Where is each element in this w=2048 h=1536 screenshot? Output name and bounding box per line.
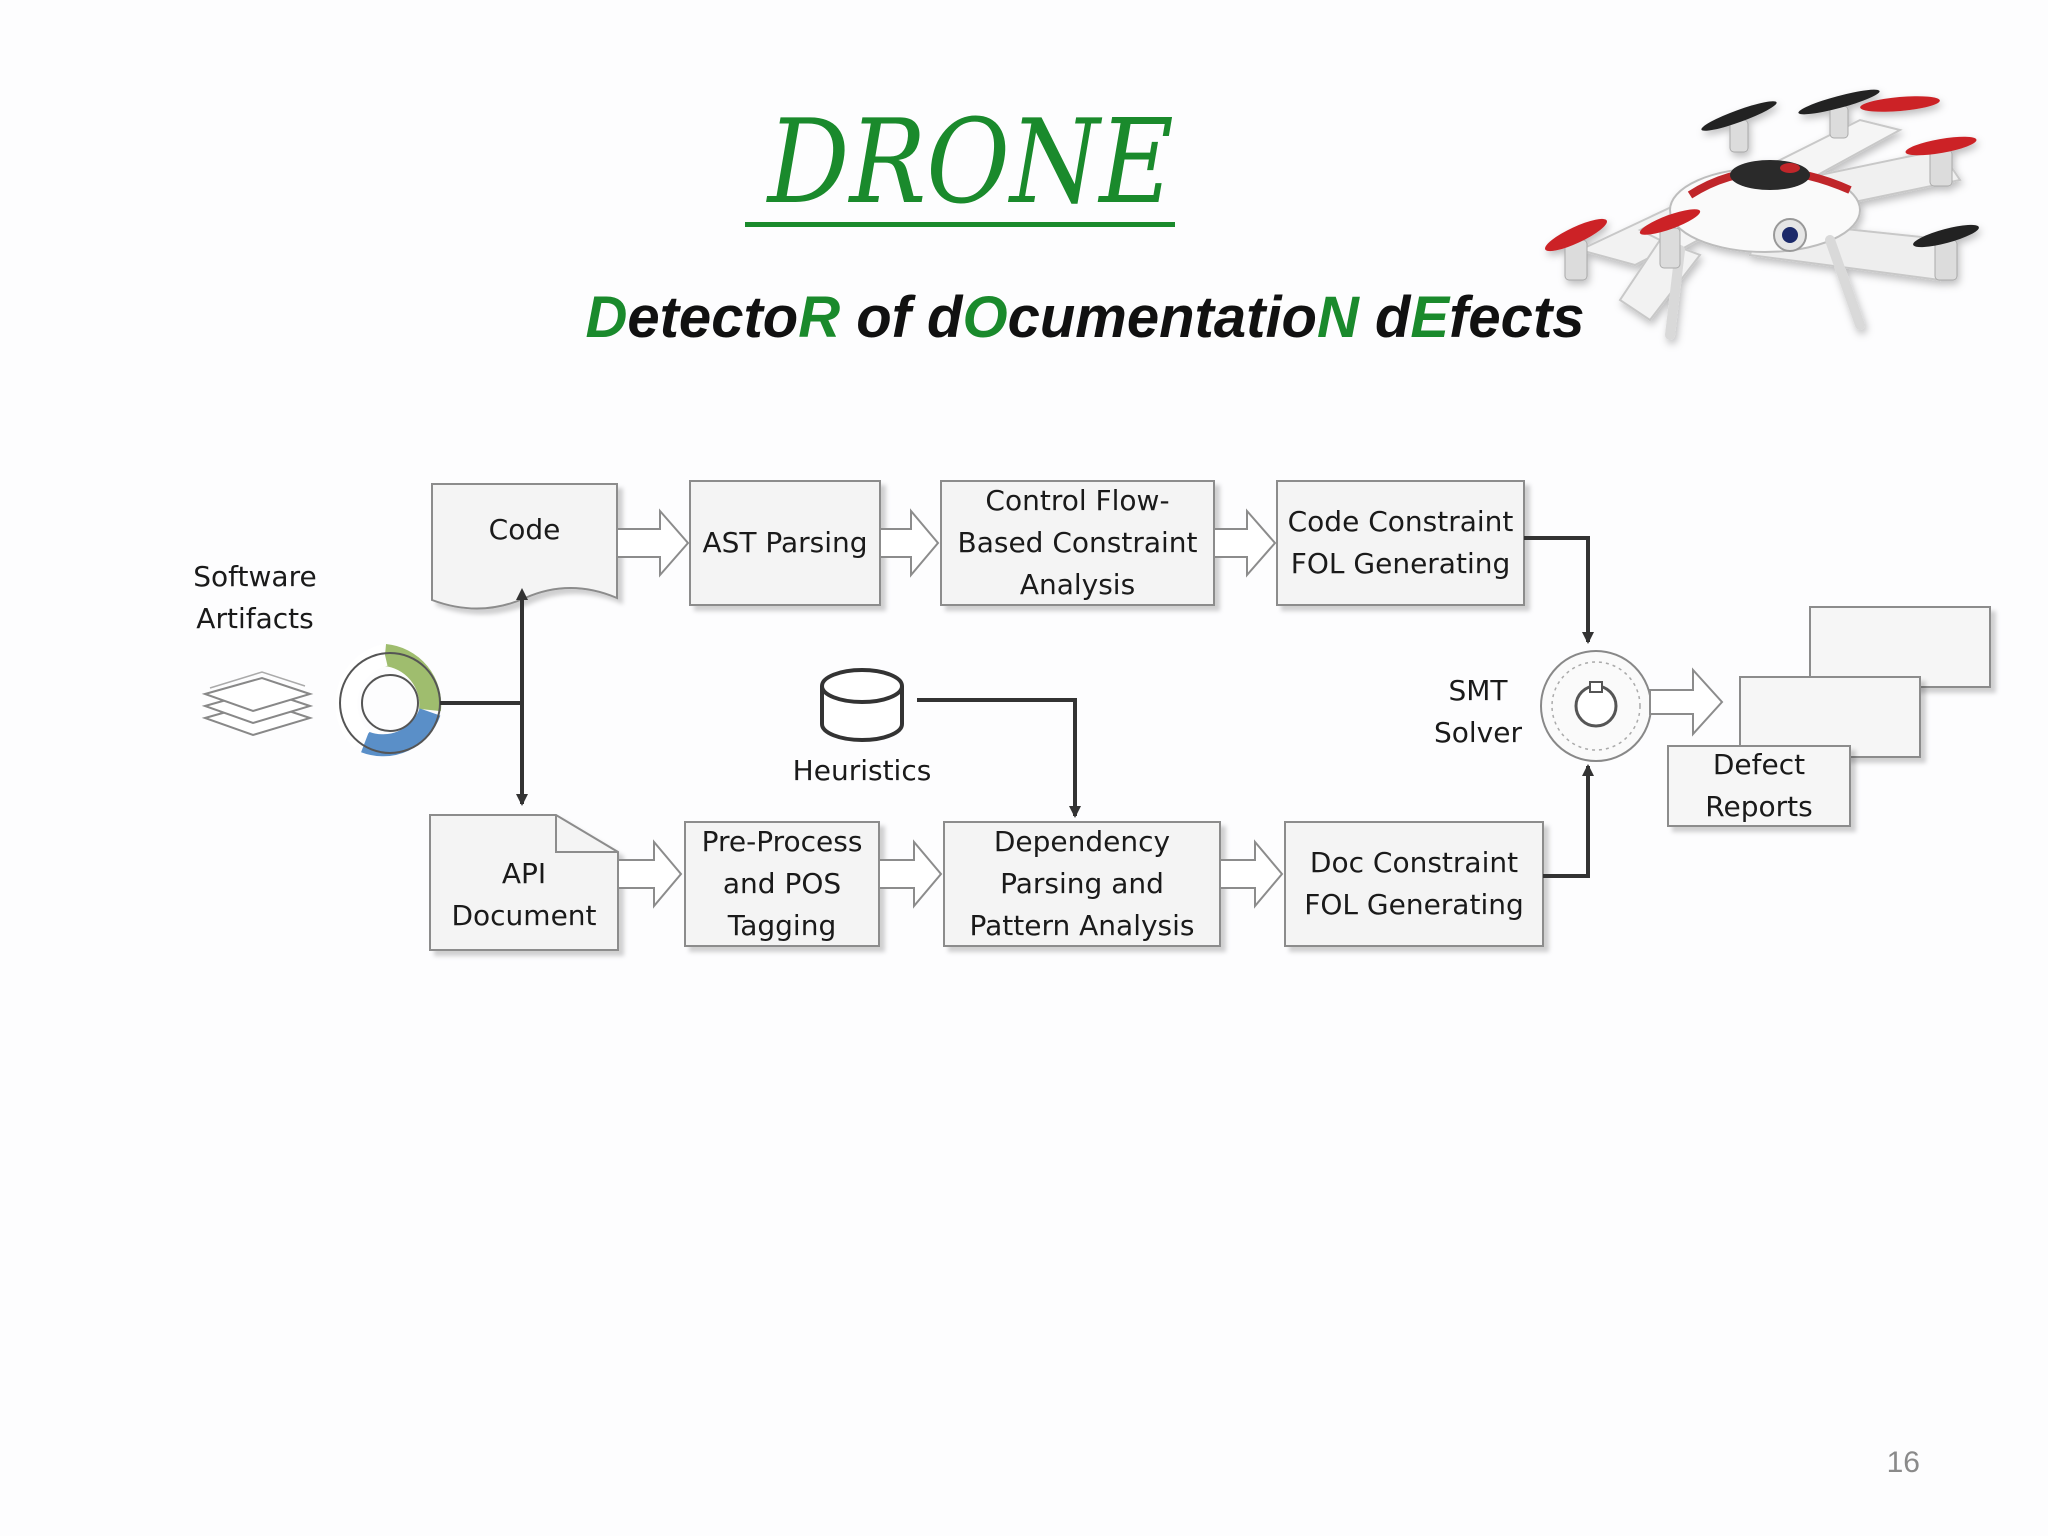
subtitle-part: cumentatio [1007,285,1317,350]
connector [917,698,1081,818]
block-arrow [1213,508,1277,578]
subtitle-part: O [962,285,1008,350]
title-underline [745,222,1175,227]
slide-subtitle: DetectoR of dOcumentatioN dEfects [380,282,1790,362]
page-number: 16 [1886,1446,1920,1479]
block-arrow [1649,667,1724,737]
subtitle-part: E [1410,285,1450,350]
block-arrows [616,508,1724,909]
ast-parsing-label: AST Parsing [702,526,868,559]
subtitle-part: of d [840,285,963,350]
database-icon [820,668,904,742]
subtitle-part: D [585,285,628,350]
ast-parsing-box [689,480,881,606]
block-arrow [878,839,943,909]
preprocess-box [684,821,880,947]
connector [1524,536,1594,644]
subtitle-part: R [798,285,841,350]
defect-reports-box [1667,745,1851,827]
defect-reports-label: Defect Reports [1705,748,1813,823]
control-flow-label: Control Flow- Based Constraint Analysis [957,484,1198,601]
subtitle-part: N [1316,285,1359,350]
code-label: Code [488,513,561,546]
subtitle-part: d [1358,285,1411,350]
slide-title: DRONE [767,95,1174,230]
software-artifacts-label: Software Artifacts [193,560,317,635]
api-document-label: API Document [451,857,597,932]
dependency-label: Dependency Parsing and Pattern Analysis [969,825,1195,942]
block-arrow [879,508,940,578]
paper-stack-icon [201,671,314,737]
subtitle-part: fects [1449,285,1585,350]
control-flow-box [940,480,1215,606]
connectors [440,536,1594,878]
block-arrow [617,839,683,909]
preprocess-label: Pre-Process and POS Tagging [701,825,863,942]
subtitle-part: etecto [627,285,799,350]
doc-constraint-box [1284,821,1544,947]
smt-solver-icon [1540,650,1652,762]
code-constraint-label: Code Constraint FOL Generating [1287,505,1514,580]
code-constraint-box [1276,480,1525,606]
block-arrow [1219,839,1284,909]
report-sheet [1739,676,1921,758]
block-arrow [616,508,690,578]
heuristics-label: Heuristics [792,754,932,787]
connector [1543,764,1594,878]
cycle-icon [335,644,442,757]
doc-constraint-label: Doc Constraint FOL Generating [1304,846,1524,921]
smt-solver-label: SMT Solver [1434,674,1522,749]
api-document-box [429,814,619,951]
report-sheet [1809,606,1991,688]
